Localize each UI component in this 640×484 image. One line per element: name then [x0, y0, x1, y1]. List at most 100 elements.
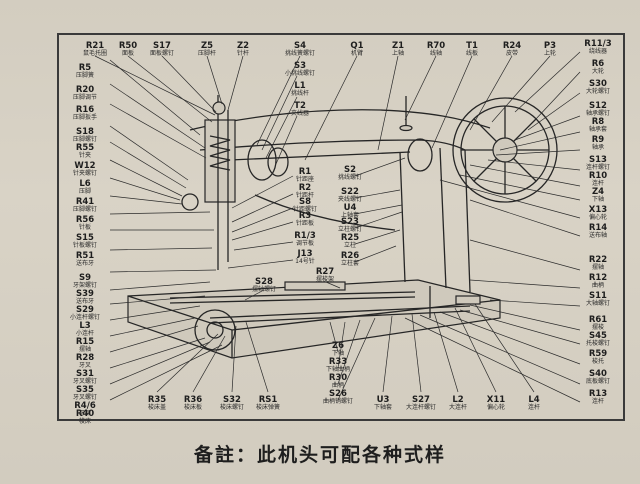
part-name: 压脚螺钉: [73, 205, 97, 213]
part-code: R40: [76, 409, 94, 419]
part-name: 偏心轮: [487, 403, 505, 411]
part-code: S13: [589, 155, 607, 165]
part-code: R13: [589, 389, 607, 399]
arm-bottom: [199, 139, 466, 151]
part-code: S28: [255, 277, 273, 287]
part-name: 轴承螺钉: [586, 109, 610, 117]
handwheel-rim: [452, 97, 558, 203]
part-code: R33: [329, 357, 347, 367]
part-name: 大轴螺钉: [586, 299, 610, 307]
part-name: 梭床板: [184, 403, 202, 411]
part-code: R26: [341, 251, 359, 261]
part-code: S27: [412, 395, 430, 405]
part-code: J13: [297, 249, 313, 259]
part-code: R21: [86, 41, 104, 51]
part-labels: R21鼠毛托圈R50面板S17面板螺钉Z5压脚杆Z2针杆S4挑线簧螺钉S3小挑线…: [70, 39, 612, 425]
part-code: RS1: [259, 395, 278, 405]
part-name: 大轮: [592, 67, 604, 75]
part-code: L3: [79, 321, 90, 331]
thread-guide-top: [212, 101, 226, 115]
part-name: 摆轴: [592, 263, 604, 271]
leader-lines: [94, 51, 581, 403]
part-name: 上轮: [544, 49, 556, 57]
base-plate: [127, 279, 501, 359]
part-name: 针板螺钉: [73, 241, 97, 249]
part-name: 大轮螺钉: [586, 87, 610, 95]
part-name: 挑线簧螺钉: [285, 49, 315, 57]
part-name: 摆梭: [592, 323, 604, 331]
part-name: 摆梭架: [316, 275, 334, 283]
part-code: R1/3: [294, 231, 316, 241]
feed-shaft: [209, 305, 471, 319]
part-code: R25: [341, 233, 359, 243]
part-name: 压脚杆: [198, 49, 216, 57]
part-code: X11: [487, 395, 505, 405]
part-code: R11/3: [584, 39, 611, 49]
part-code: S39: [76, 289, 94, 299]
part-code: R10: [589, 171, 607, 181]
part-name: 摆轴: [79, 345, 91, 353]
part-name: 连杆: [592, 397, 604, 405]
part-code: R20: [76, 85, 94, 95]
part-code: S11: [589, 291, 607, 301]
part-name: 夹线器: [291, 109, 309, 117]
part-name: 绕线器: [589, 47, 607, 55]
part-name: 大连杆: [449, 403, 467, 411]
part-name: 14号针: [295, 257, 315, 265]
part-name: 托梭螺钉: [586, 339, 610, 347]
part-name: 大连杆螺钉: [406, 403, 436, 411]
part-code: S32: [223, 395, 241, 405]
part-name: 摆轴螺钉: [252, 285, 276, 293]
part-code: U4: [344, 203, 357, 213]
part-code: S31: [76, 369, 94, 379]
part-name: 针距板: [296, 219, 314, 227]
part-code: R61: [589, 315, 607, 325]
thread-tension: [181, 193, 199, 211]
part-code: R14: [589, 223, 607, 233]
part-code: S15: [76, 233, 94, 243]
part-code: L6: [79, 179, 90, 189]
part-name: 送布轴: [589, 231, 607, 239]
part-name: 轴承: [592, 143, 604, 151]
shuttle-hub: [206, 321, 224, 339]
lower-shaft: [169, 291, 416, 299]
part-name: 夹线螺钉: [338, 195, 362, 203]
part-name: 针距杆: [296, 191, 314, 199]
part-code: S18: [76, 127, 94, 137]
